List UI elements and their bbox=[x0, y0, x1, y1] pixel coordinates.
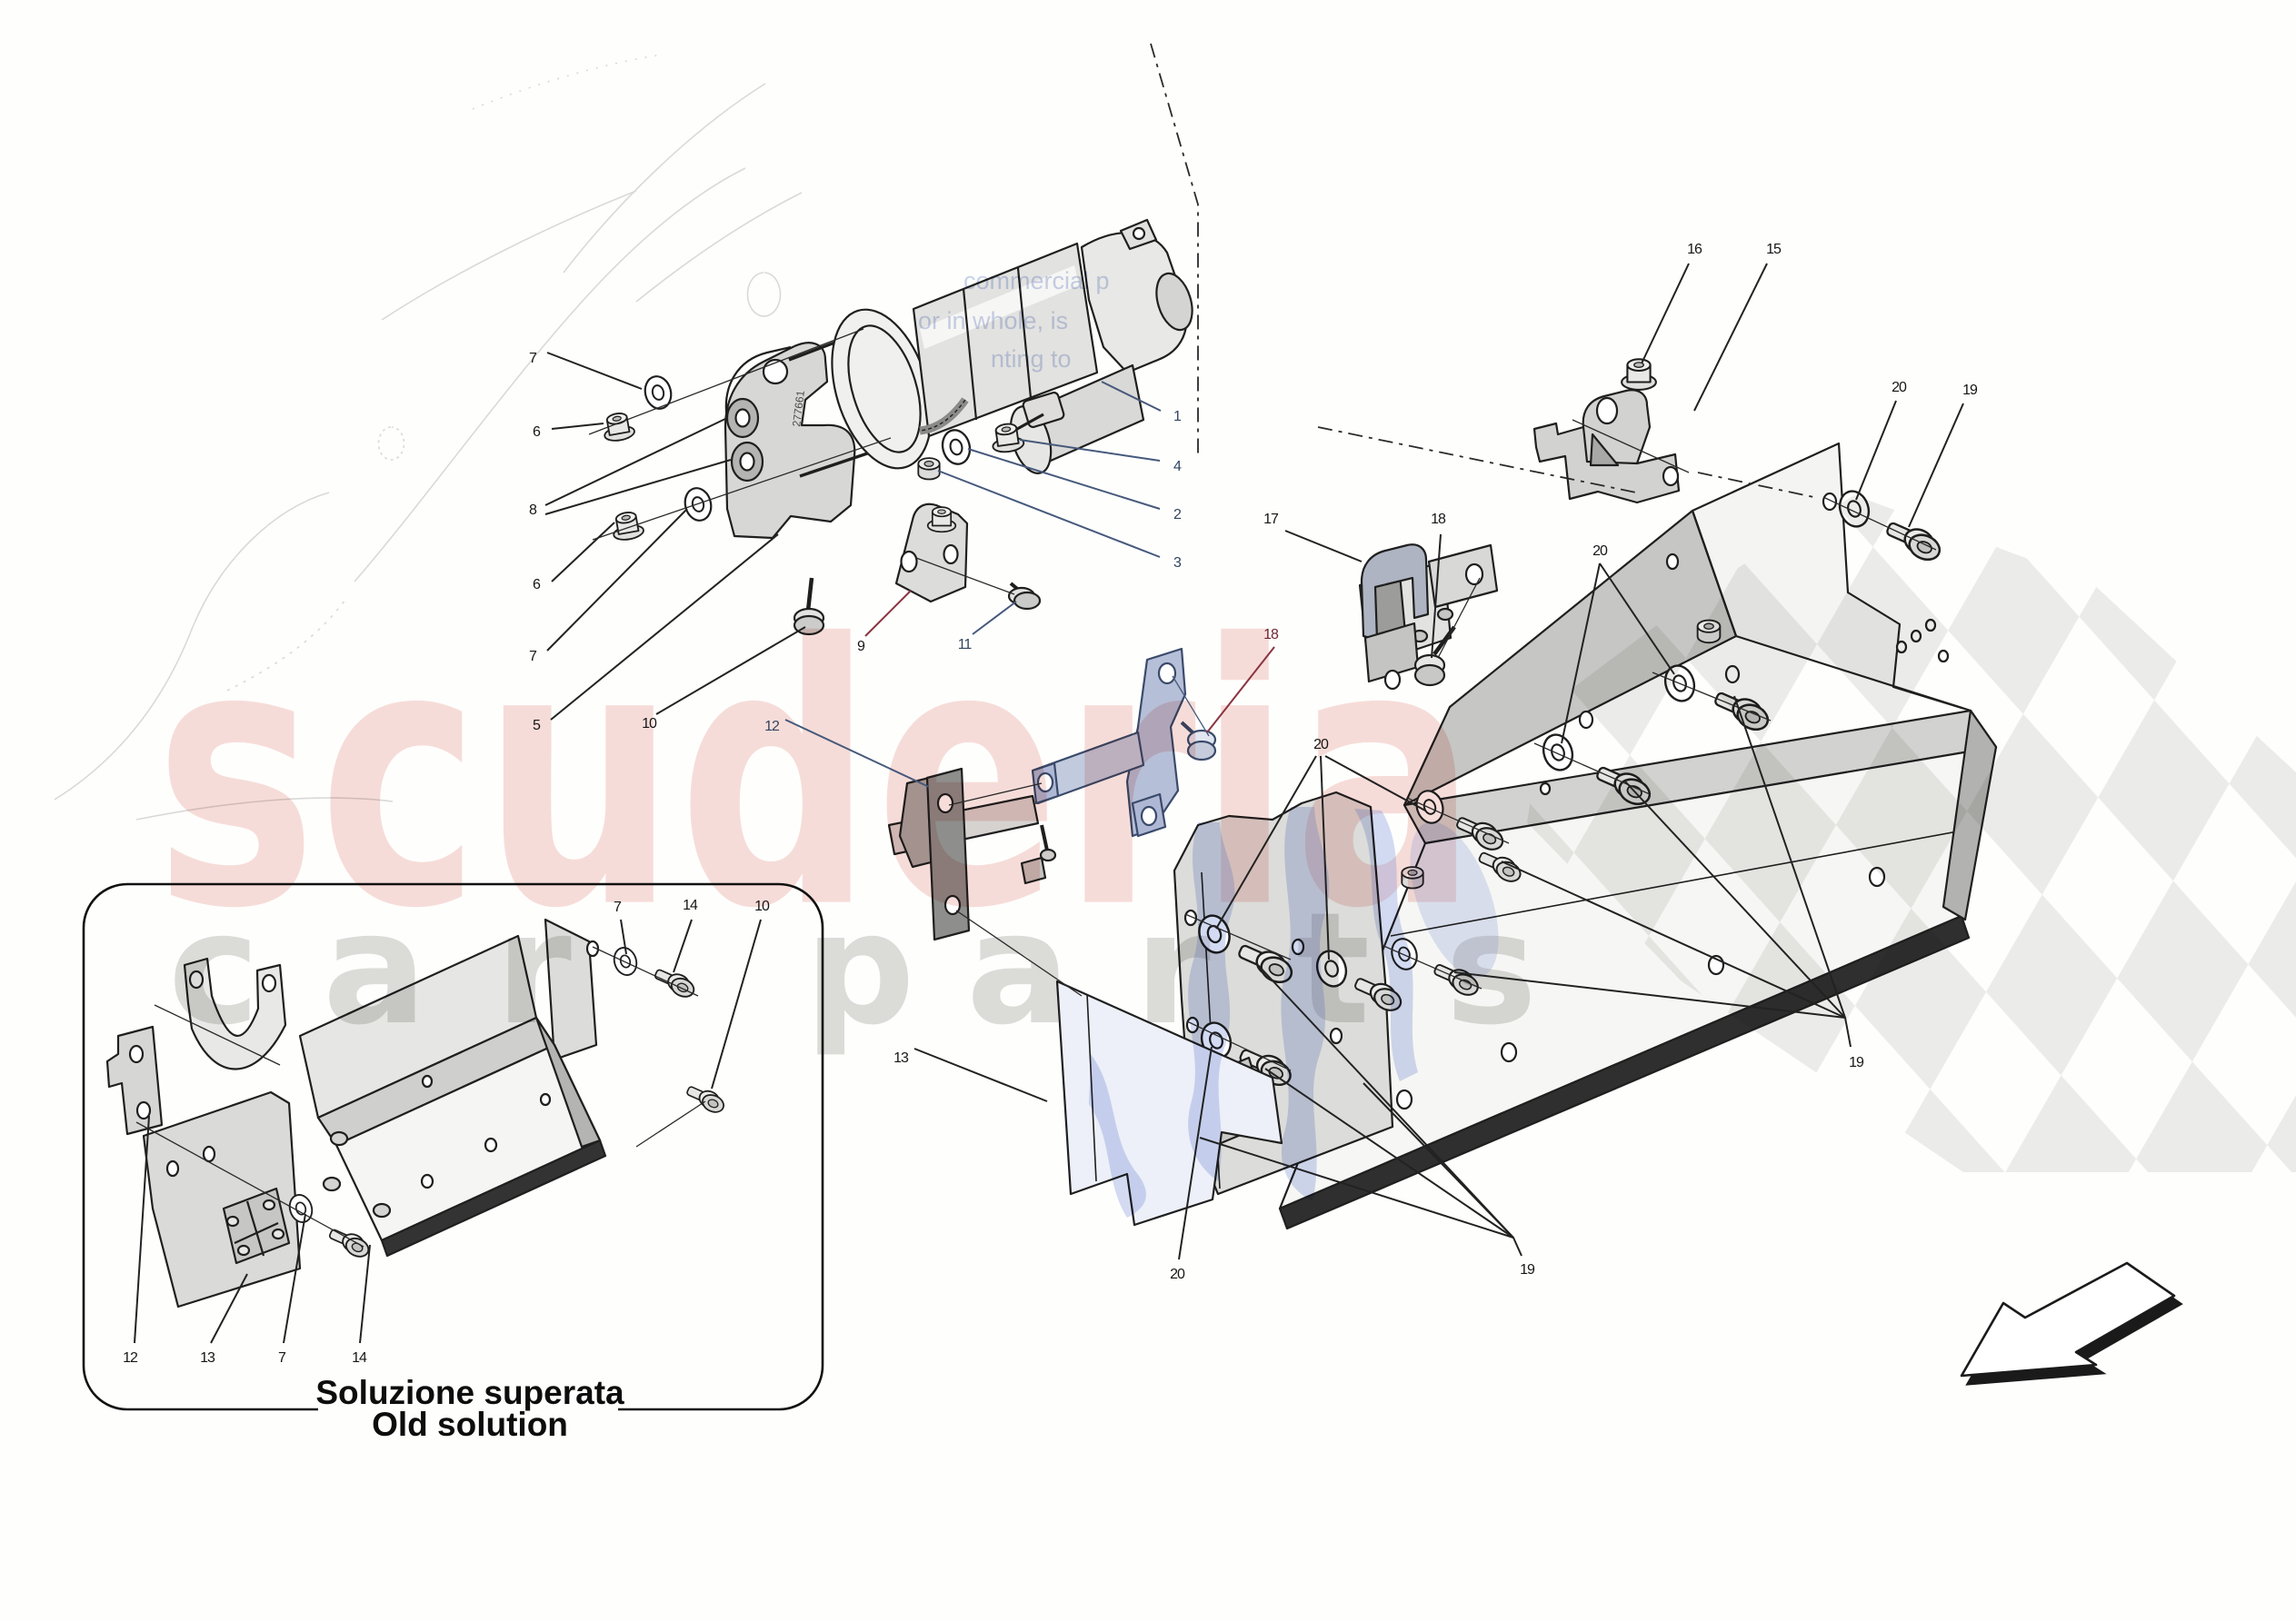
watermark-blue-flame bbox=[1089, 807, 1499, 1218]
part-label-11-12: 11 bbox=[957, 637, 973, 652]
part-label-13-14: 13 bbox=[893, 1050, 909, 1066]
part-label-20-26: 20 bbox=[1170, 1267, 1185, 1282]
part-label-20-24: 20 bbox=[1592, 543, 1608, 559]
part-label-18-19: 18 bbox=[1263, 627, 1279, 642]
part-label-18-18: 18 bbox=[1431, 512, 1446, 527]
part-label-4-3: 4 bbox=[1173, 459, 1182, 474]
part-label-19-21: 19 bbox=[1849, 1055, 1864, 1070]
svg-text:a: a bbox=[323, 880, 427, 1060]
inset-box-frame bbox=[82, 882, 824, 1439]
part-label-3-2: 3 bbox=[1173, 555, 1182, 571]
svg-text:or in whole, is: or in whole, is bbox=[918, 307, 1068, 334]
part-label-6-6: 6 bbox=[533, 577, 541, 592]
part-label-12-13: 12 bbox=[764, 719, 780, 734]
part-label-7-32: 7 bbox=[278, 1350, 286, 1366]
part-label-14-33: 14 bbox=[352, 1350, 367, 1366]
part-label-6-5: 6 bbox=[533, 424, 541, 440]
part-label-7-27: 7 bbox=[614, 900, 622, 915]
part-label-16-16: 16 bbox=[1687, 242, 1702, 257]
part-label-10-11: 10 bbox=[642, 716, 657, 731]
watermark-scuderia: scuderia bbox=[155, 568, 1479, 987]
part-label-7-7: 7 bbox=[529, 351, 537, 366]
svg-text:a: a bbox=[966, 880, 1071, 1060]
part-label-13-31: 13 bbox=[200, 1350, 215, 1366]
watermark-copyright-text: commercial p or in whole, is nting to bbox=[918, 267, 1110, 373]
svg-text:p: p bbox=[804, 880, 915, 1060]
svg-text:nting to: nting to bbox=[991, 345, 1072, 373]
part-label-19-20: 19 bbox=[1962, 383, 1978, 398]
inset-caption-line2: Old solution bbox=[372, 1406, 568, 1443]
leader-lines bbox=[134, 263, 1964, 1344]
axis-lines bbox=[135, 328, 1937, 1248]
part-label-1-0: 1 bbox=[1173, 409, 1182, 424]
part-label-17-17: 17 bbox=[1263, 512, 1279, 527]
part-label-19-22: 19 bbox=[1520, 1262, 1535, 1278]
svg-text:c: c bbox=[168, 880, 260, 1060]
part-label-9-10: 9 bbox=[857, 639, 865, 654]
part-label-5-4: 5 bbox=[533, 718, 541, 733]
part-label-7-8: 7 bbox=[529, 649, 537, 664]
part-label-14-28: 14 bbox=[683, 898, 698, 913]
part-label-2-1: 2 bbox=[1173, 507, 1182, 522]
part-label-20-25: 20 bbox=[1313, 737, 1329, 752]
svg-text:commercial p: commercial p bbox=[963, 267, 1110, 294]
part-label-15-15: 15 bbox=[1766, 242, 1782, 257]
background-sketch bbox=[54, 54, 803, 821]
part-label-12-30: 12 bbox=[123, 1350, 138, 1366]
inset-caption-line1: Soluzione superata bbox=[315, 1374, 624, 1411]
part-label-8-9: 8 bbox=[529, 503, 537, 518]
part-label-10-29: 10 bbox=[754, 899, 770, 914]
boundary-dash-lines bbox=[1150, 43, 1819, 499]
svg-text:277661: 277661 bbox=[790, 390, 807, 428]
direction-arrow bbox=[1960, 1261, 2183, 1386]
svg-text:r: r bbox=[495, 880, 572, 1060]
part-label-20-23: 20 bbox=[1892, 380, 1907, 395]
